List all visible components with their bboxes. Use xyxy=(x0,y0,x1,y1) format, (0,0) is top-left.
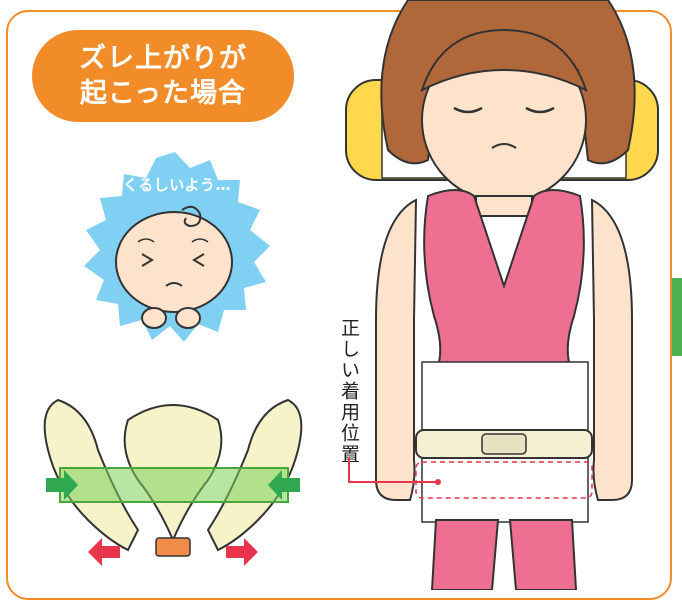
baby-right-hand xyxy=(175,307,201,329)
baby-illustration xyxy=(84,152,270,342)
left-eye xyxy=(453,106,483,114)
right-red-arrow xyxy=(226,538,258,566)
baby-head xyxy=(115,211,233,313)
heading-pill: ズレ上がりが 起こった場合 xyxy=(32,30,294,122)
support-band xyxy=(59,467,289,503)
right-arm xyxy=(590,198,633,501)
left-arm xyxy=(375,198,418,501)
pink-top xyxy=(423,189,585,367)
baby-left-hand xyxy=(141,307,167,329)
correct-position-label: 正しい着用位置 xyxy=(338,318,360,465)
baby-brow-right xyxy=(191,238,209,243)
woman-illustration xyxy=(345,0,659,590)
right-green-arrow xyxy=(268,470,300,500)
neck xyxy=(475,195,533,217)
label-leader-line xyxy=(348,458,441,485)
baby-left-eye xyxy=(141,253,154,267)
strap-buckle xyxy=(481,433,527,455)
right-eye xyxy=(525,106,555,114)
bangs xyxy=(420,28,588,92)
correct-position-outline xyxy=(415,461,593,499)
baby-bubble-text: くるしいよう… xyxy=(123,176,231,194)
baby-hair-curl xyxy=(181,205,202,228)
baby-right-eye xyxy=(192,253,205,267)
baby-mouth xyxy=(165,282,183,287)
pubic-joint xyxy=(155,537,191,557)
pelvis-illustration xyxy=(43,398,303,566)
left-green-arrow xyxy=(46,470,78,500)
mouth xyxy=(491,143,517,149)
left-red-arrow xyxy=(88,538,120,566)
left-leg xyxy=(430,519,500,590)
heading-line-1: ズレ上がりが xyxy=(79,43,247,74)
green-edge-tab xyxy=(672,278,682,356)
baby-brow-left xyxy=(137,238,155,243)
right-leg xyxy=(508,519,578,590)
heading-line-2: 起こった場合 xyxy=(79,78,247,109)
